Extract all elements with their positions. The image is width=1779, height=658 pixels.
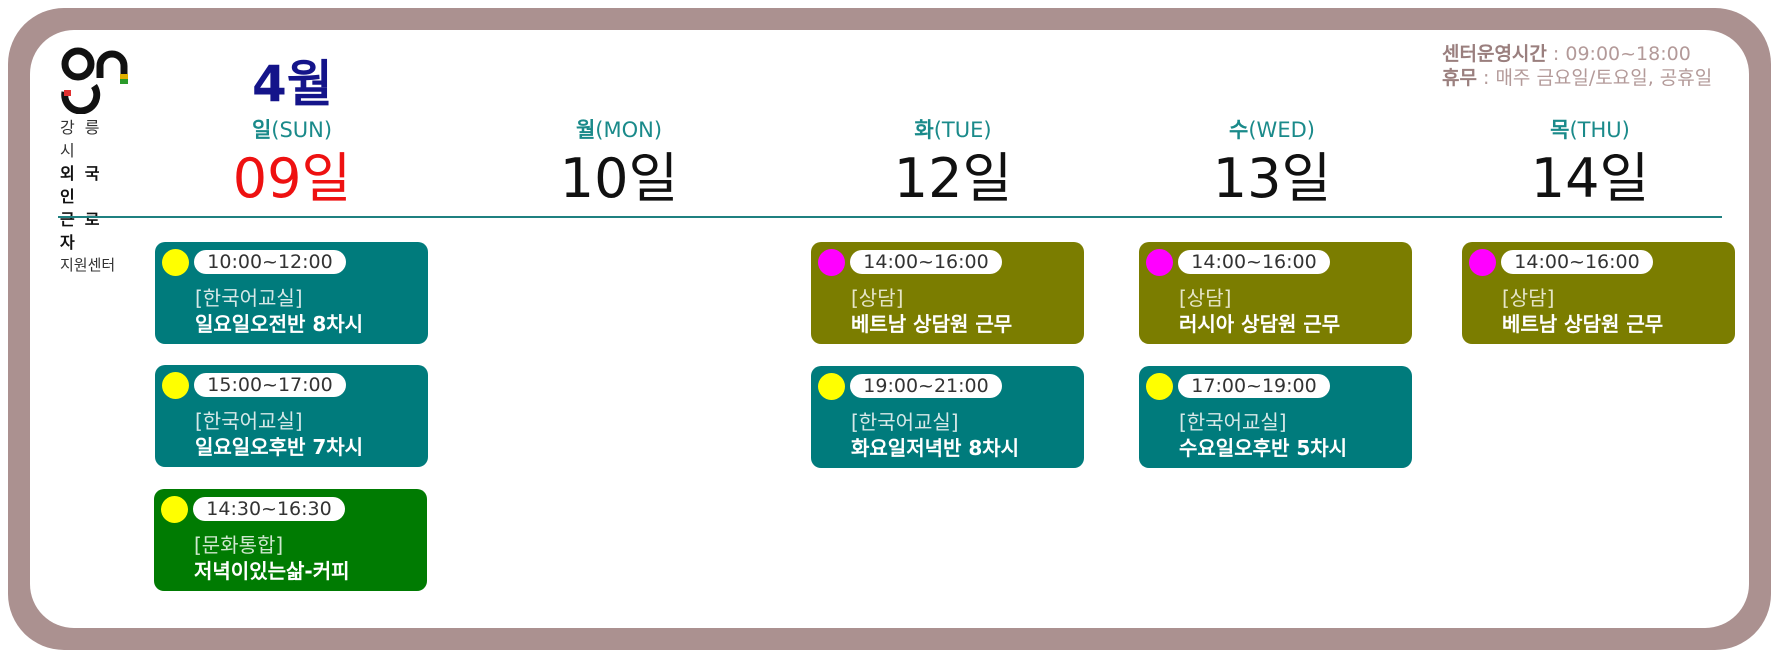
- center-name-line4: 지원센터: [60, 256, 116, 274]
- event-category: [한국어교실]: [1179, 410, 1287, 434]
- day-header-tue: 화(TUE) 12일: [833, 114, 1073, 214]
- event-time: 14:00~16:00: [850, 250, 1002, 274]
- event-card[interactable]: 10:00~12:00 [한국어교실] 일요일오전반 8차시: [155, 242, 428, 344]
- event-category: [한국어교실]: [195, 409, 303, 433]
- event-title: 러시아 상담원 근무: [1179, 312, 1341, 336]
- hours-value: : 09:00~18:00: [1546, 43, 1691, 65]
- event-card[interactable]: 17:00~19:00 [한국어교실] 수요일오후반 5차시: [1139, 366, 1412, 468]
- center-name-line3: 근로자: [60, 210, 110, 252]
- day-header-sun: 일(SUN) 09일: [172, 114, 412, 214]
- dow-en: (MON): [595, 118, 663, 142]
- center-logo-icon: [60, 46, 130, 114]
- event-category: [문화통합]: [194, 533, 284, 557]
- dow-en: (TUE): [933, 118, 992, 142]
- category-dot-icon: [1146, 373, 1173, 400]
- dow-ko: 목: [1550, 118, 1570, 142]
- event-card[interactable]: 14:00~16:00 [상담] 베트남 상담원 근무: [811, 242, 1084, 344]
- event-category: [한국어교실]: [851, 410, 959, 434]
- event-card[interactable]: 15:00~17:00 [한국어교실] 일요일오후반 7차시: [155, 365, 428, 467]
- category-dot-icon: [1469, 249, 1496, 276]
- event-title: 화요일저녁반 8차시: [851, 436, 1020, 460]
- event-time: 19:00~21:00: [850, 374, 1002, 398]
- event-card[interactable]: 14:30~16:30 [문화통합] 저녁이있는삶-커피: [154, 489, 427, 591]
- event-time: 14:00~16:00: [1178, 250, 1330, 274]
- event-category: [한국어교실]: [195, 286, 303, 310]
- center-name-line2: 외국인: [60, 164, 110, 206]
- header-divider: [58, 216, 1722, 218]
- event-title: 저녁이있는삶-커피: [194, 559, 350, 583]
- event-title: 베트남 상담원 근무: [851, 312, 1013, 336]
- event-category: [상담]: [851, 286, 904, 310]
- dow-en: (SUN): [271, 118, 333, 142]
- event-time: 14:00~16:00: [1501, 250, 1653, 274]
- operating-info: 센터운영시간 : 09:00~18:00 휴무 : 매주 금요일/토요일, 공휴…: [1442, 42, 1712, 90]
- dow-en: (WED): [1248, 118, 1315, 142]
- center-name: 강릉시 외국인 근로자 지원센터: [60, 116, 132, 277]
- category-dot-icon: [162, 249, 189, 276]
- date-number: 12일: [893, 147, 1013, 210]
- month-title: 4월: [252, 55, 333, 113]
- dow-ko: 수: [1229, 118, 1249, 142]
- date-number: 14일: [1530, 147, 1650, 210]
- event-category: [상담]: [1179, 286, 1232, 310]
- event-title: 일요일오후반 7차시: [195, 435, 364, 459]
- event-card[interactable]: 14:00~16:00 [상담] 러시아 상담원 근무: [1139, 242, 1412, 344]
- hours-label: 센터운영시간: [1442, 43, 1547, 65]
- day-header-thu: 목(THU) 14일: [1470, 114, 1710, 214]
- event-card[interactable]: 14:00~16:00 [상담] 베트남 상담원 근무: [1462, 242, 1735, 344]
- category-dot-icon: [818, 249, 845, 276]
- event-time: 10:00~12:00: [194, 250, 346, 274]
- event-time: 14:30~16:30: [193, 497, 345, 521]
- dow-ko: 월: [575, 118, 596, 142]
- dow-ko: 일: [251, 118, 272, 142]
- event-title: 일요일오전반 8차시: [195, 312, 364, 336]
- day-header-wed: 수(WED) 13일: [1152, 114, 1392, 214]
- closed-value: : 매주 금요일/토요일, 공휴일: [1476, 67, 1713, 89]
- event-time: 17:00~19:00: [1178, 374, 1330, 398]
- date-number: 09일: [232, 147, 352, 210]
- category-dot-icon: [1146, 249, 1173, 276]
- day-header-mon: 월(MON) 10일: [499, 114, 739, 214]
- event-title: 수요일오후반 5차시: [1179, 436, 1348, 460]
- dow-en: (THU): [1569, 118, 1630, 142]
- category-dot-icon: [818, 373, 845, 400]
- date-number: 10일: [559, 147, 679, 210]
- event-card[interactable]: 19:00~21:00 [한국어교실] 화요일저녁반 8차시: [811, 366, 1084, 468]
- dow-ko: 화: [914, 118, 934, 142]
- center-name-line1: 강릉시: [60, 118, 110, 160]
- event-category: [상담]: [1502, 286, 1555, 310]
- closed-label: 휴무: [1442, 67, 1477, 89]
- event-time: 15:00~17:00: [194, 373, 346, 397]
- date-number: 13일: [1212, 147, 1332, 210]
- category-dot-icon: [161, 496, 188, 523]
- event-title: 베트남 상담원 근무: [1502, 312, 1664, 336]
- category-dot-icon: [162, 372, 189, 399]
